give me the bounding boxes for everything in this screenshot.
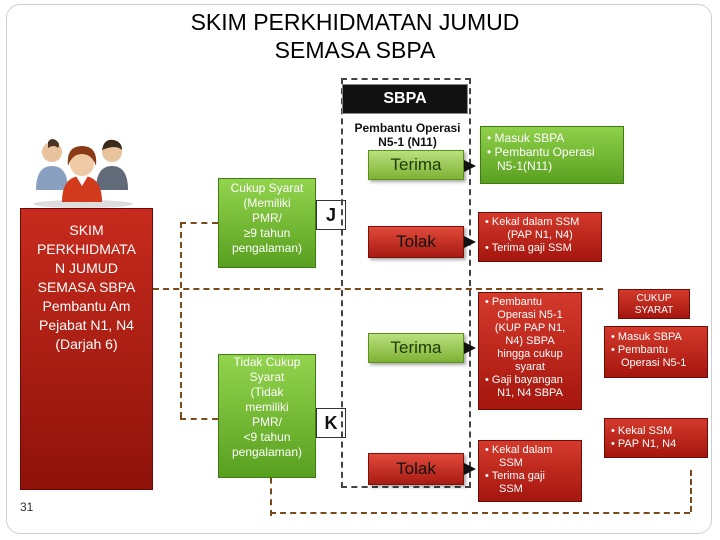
connector-right [690,470,692,512]
connector-tidak-down [270,456,272,516]
terima-button-j[interactable]: Terima [368,150,464,180]
tolak-button-j[interactable]: Tolak [368,226,464,258]
sbpa-header: SBPA [342,84,468,114]
slide-title: SKIM PERKHIDMATAN JUMUD SEMASA SBPA [190,9,520,63]
tolak-outcome-k: • Kekal dalam SSM • Terima gaji SSM [478,440,582,502]
arrow-right-icon [464,342,476,354]
cukup-syarat-label: CUKUP SYARAT [618,289,690,319]
bottom-connector [270,512,690,514]
arrow-right-icon [464,463,476,475]
tolak-button-k[interactable]: Tolak [368,453,464,485]
tolak-outcome-j: • Kekal dalam SSM (PAP N1, N4) • Terima … [478,212,602,262]
main-connector [153,288,603,290]
connector-tidak [180,418,218,420]
terima-outcome-j: • Masuk SBPA • Pembantu Operasi N5-1(N11… [480,126,624,184]
cukup-syarat-box: Cukup Syarat (Memiliki PMR/ ≥9 tahun pen… [218,178,316,268]
current-scheme-box: SKIM PERKHIDMATA N JUMUD SEMASA SBPA Pem… [20,208,153,490]
sbpa-column [341,78,471,488]
tidak-cukup-outcome: • Kekal SSM • PAP N1, N4 [604,418,708,458]
slide-frame [6,4,712,534]
arrow-right-icon [464,160,476,172]
page-number: 31 [20,500,34,514]
arrow-right-icon [464,236,476,248]
terima-outcome-k: • Pembantu Operasi N5-1 (KUP PAP N1, N4)… [478,292,582,410]
cukup-syarat-outcome: • Masuk SBPA • Pembantu Operasi N5-1 [604,326,708,378]
position-label: Pembantu Operasi N5-1 (N11) [354,121,461,149]
connector-cukup [180,222,218,224]
tidak-cukup-syarat-box: Tidak Cukup Syarat (Tidak memiliki PMR/ … [218,354,316,478]
branch-connector [180,222,182,418]
people-group-icon [33,139,133,208]
terima-button-k[interactable]: Terima [368,333,464,363]
